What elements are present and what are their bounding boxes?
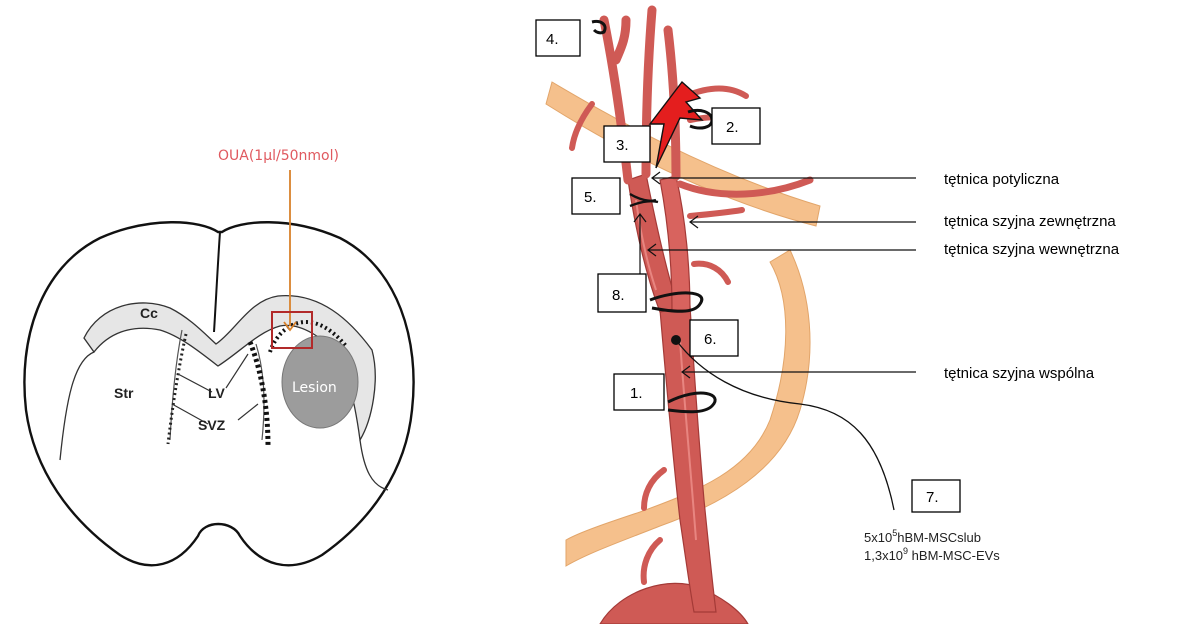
- svg-text:8.: 8.: [612, 287, 625, 304]
- dose-msc: 5x105hBM-MSCslub: [864, 528, 981, 545]
- marker-8: 8.: [598, 274, 646, 312]
- dose-ev: 1,3x109 hBM-MSC-EVs: [864, 546, 1000, 563]
- label-occipital-artery: tętnica potyliczna: [944, 171, 1060, 188]
- label-cc: Cc: [140, 305, 158, 321]
- svg-text:7.: 7.: [926, 489, 939, 506]
- label-lesion: Lesion: [292, 380, 337, 396]
- label-internal-carotid: tętnica szyjna wewnętrzna: [944, 241, 1120, 258]
- marker-7: 7.: [912, 480, 960, 512]
- svg-text:1.: 1.: [630, 385, 643, 402]
- label-svz: SVZ: [198, 417, 226, 433]
- carotid-schematic: 4. 2. 3. 5. 8. 6. 1. 7.: [536, 10, 1120, 624]
- svg-text:3.: 3.: [616, 137, 629, 154]
- svg-text:6.: 6.: [704, 331, 717, 348]
- label-external-carotid: tętnica szyjna zewnętrzna: [944, 213, 1116, 230]
- marker-4: 4.: [536, 20, 580, 56]
- injection-label: OUA(1μl/50nmol): [218, 148, 339, 164]
- marker-6: 6.: [690, 320, 738, 356]
- marker-2: 2.: [712, 108, 760, 144]
- aortic-arch: [600, 583, 748, 624]
- brain-section: OUA(1μl/50nmol) Cc Str LV SVZ Lesion: [24, 148, 413, 565]
- marker-5: 5.: [572, 178, 620, 214]
- label-str: Str: [114, 385, 134, 401]
- label-lv: LV: [208, 385, 226, 401]
- svg-text:5.: 5.: [584, 189, 597, 206]
- svg-text:4.: 4.: [546, 31, 559, 48]
- svg-text:2.: 2.: [726, 119, 739, 136]
- marker-3: 3.: [604, 126, 650, 162]
- label-common-carotid: tętnica szyjna wspólna: [944, 365, 1095, 382]
- marker-1: 1.: [614, 374, 664, 410]
